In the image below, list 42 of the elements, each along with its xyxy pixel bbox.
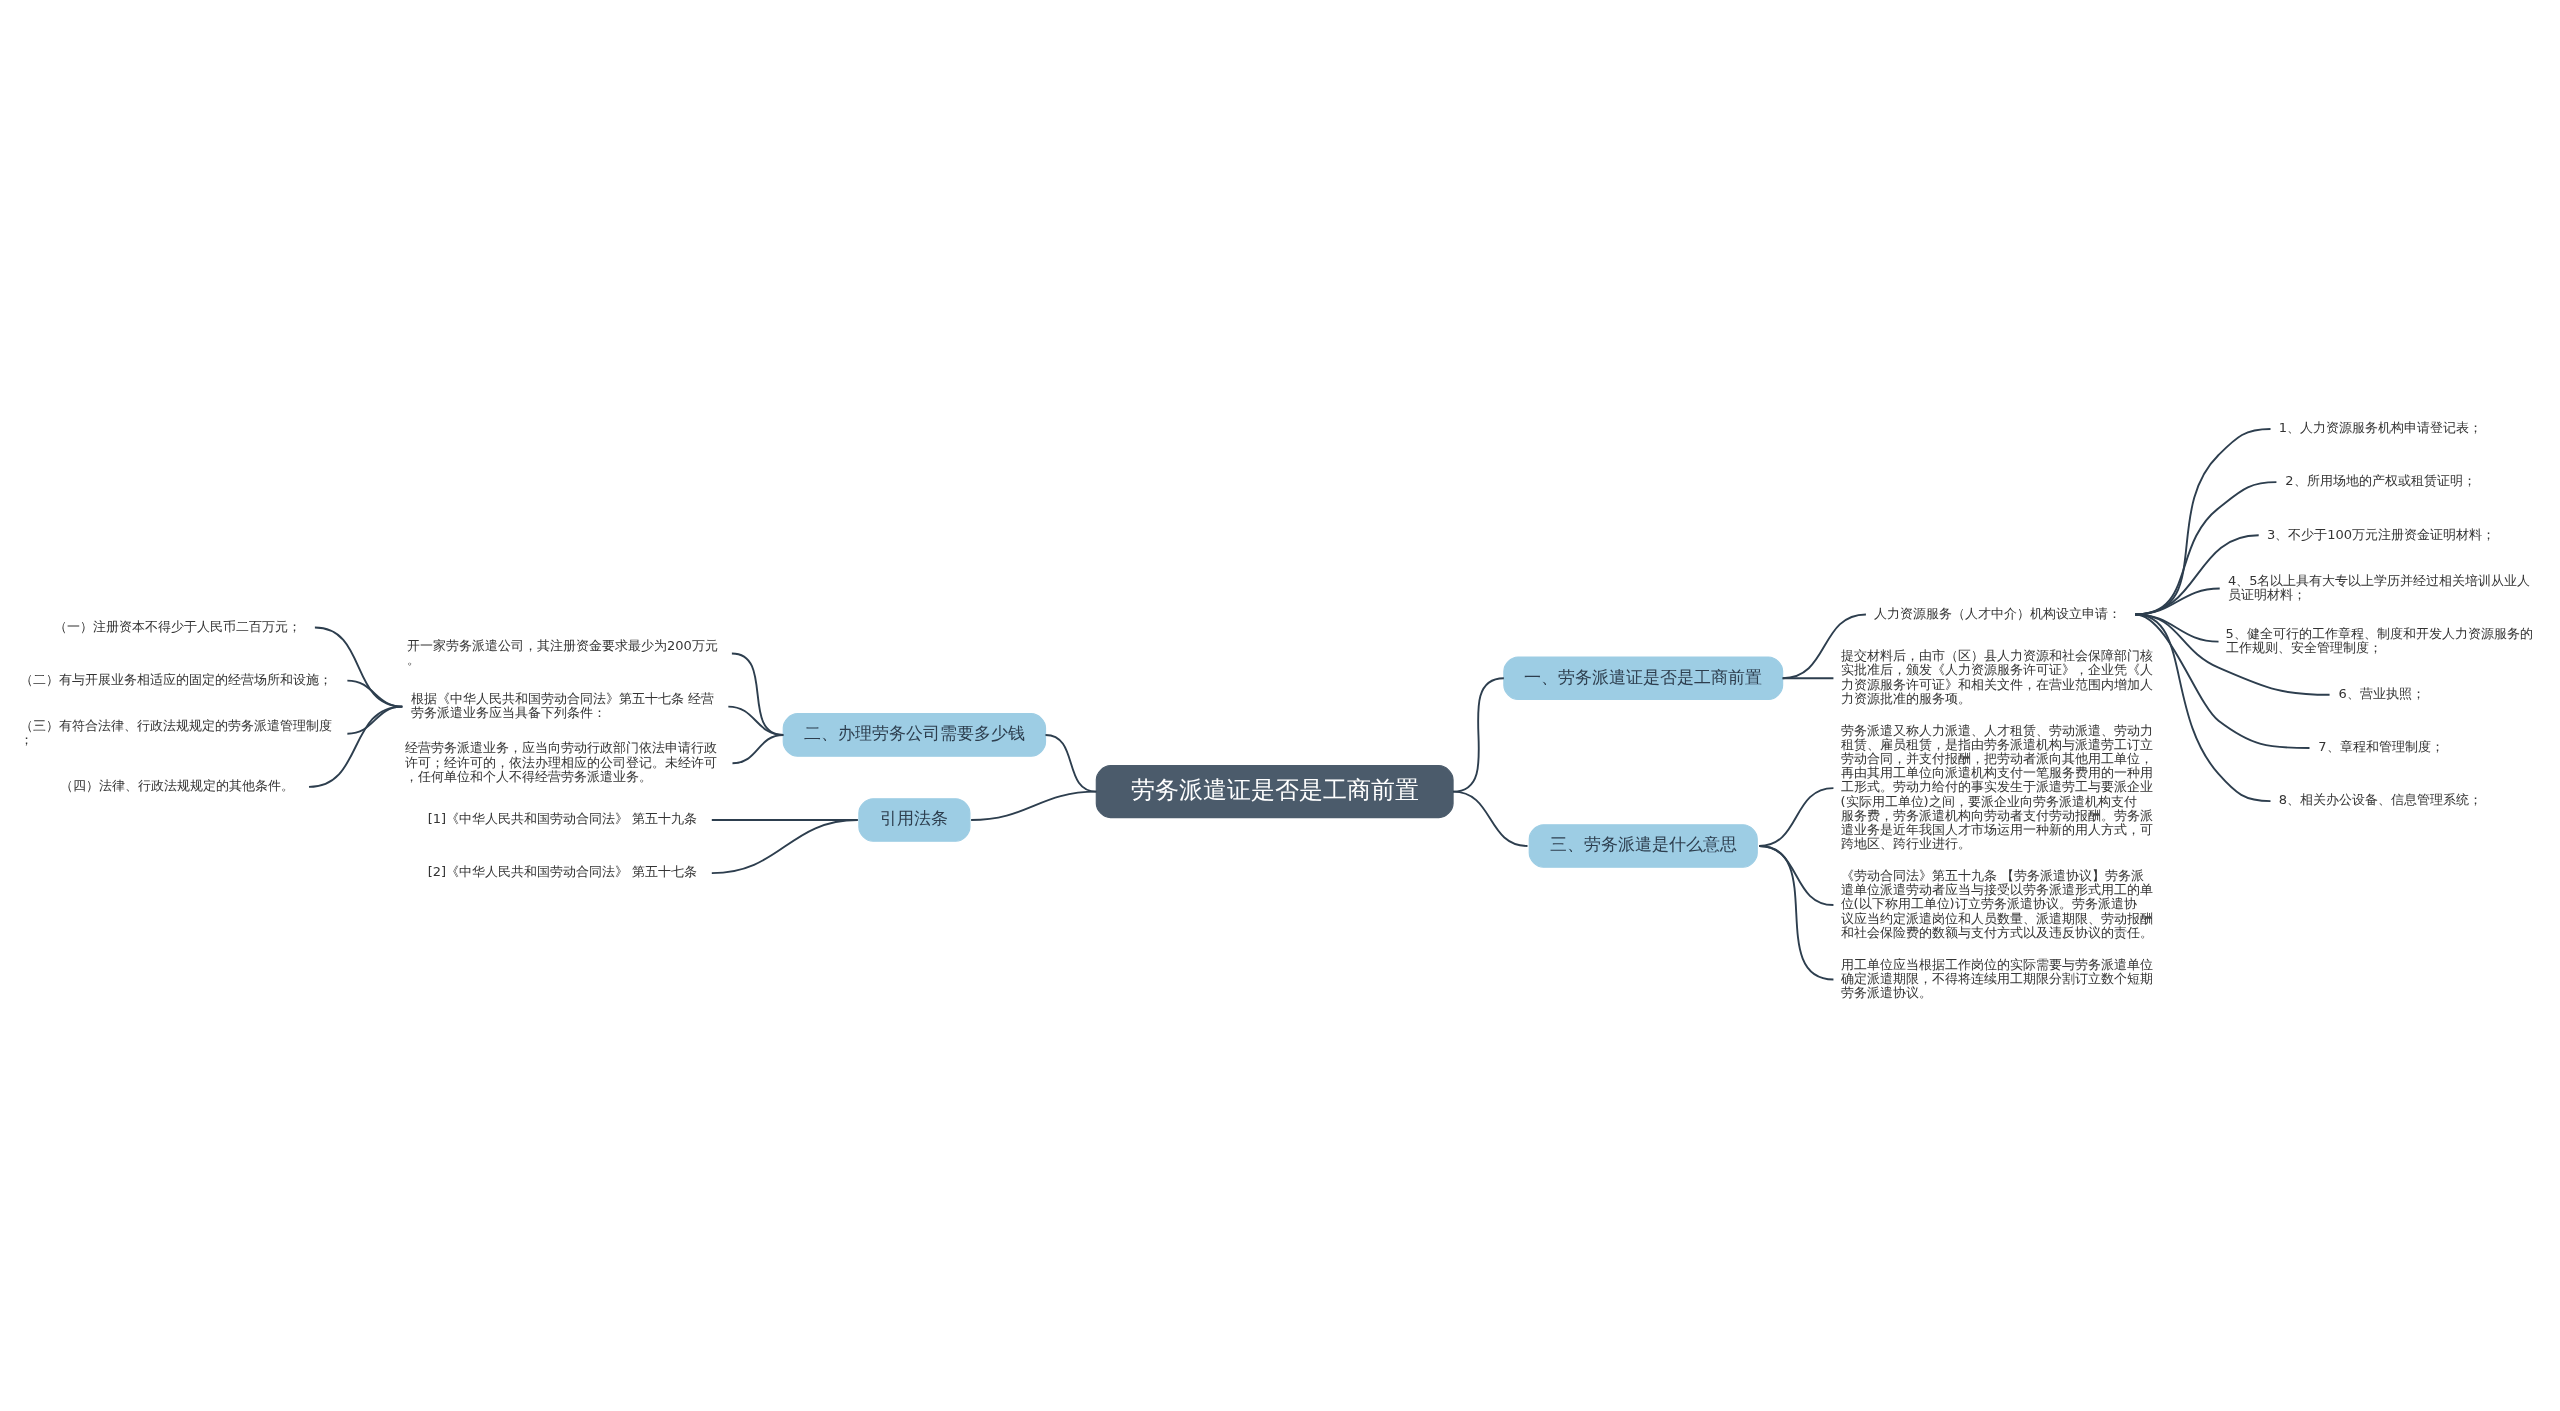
connector [710,818,859,874]
connector [1781,613,1867,679]
node-text: 用工单位应当根据工作岗位的实际需要与劳务派遣单位确定派遣期限，不得将连续用工期限分割订立数个短期劳务派遣协议。 [1840,956,2153,1000]
node-box: 引用法条 [858,797,971,842]
connector [2134,427,2272,615]
node-text: 人力资源服务（人才中介）机构设立申请： [1874,605,2122,621]
node-box: 劳务派遣证是否是工商前置 [1095,764,1454,818]
connector [1781,676,1835,679]
connector [970,790,1098,821]
node-text: 8、相关办公设备、信息管理系统； [2278,791,2483,807]
connector [2134,613,2272,802]
connector [1758,844,1835,980]
connector [2134,587,2221,615]
node-box: 三、劳务派遣是什么意思 [1528,823,1758,868]
node-text: [1]《中华人民共和国劳动合同法》 第五十九条 [427,810,698,826]
node-text: 根据《中华人民共和国劳动合同法》第五十七条 经营劳务派遣业务应当具备下列条件： [410,690,714,720]
connector [313,626,404,708]
node-text: [2]《中华人民共和国劳动合同法》 第五十七条 [427,863,698,879]
node-text: 5、健全可行的工作章程、制度和开发人力资源服务的工作规则、安全管理制度； [2225,625,2533,655]
node-text: 4、5名以上具有大专以上学历并经过相关培训从业人员证明材料； [2227,572,2531,602]
connector [2134,480,2278,615]
node-text: 劳务派遣又称人力派遣、人才租赁、劳动派遣、劳动力租赁、雇员租赁，是指由劳务派遣机构与派遣劳工订立劳动合同，并支付报酬，把劳动者派向其他用工单位，再由其用工单位向派遣机构支付一笔服务费用的一种用工形式。劳动力给付的事实发生于派遣劳工与要派企业(实际用工单位)之间，要派企业向劳务派遣机构支付服务费，劳务派遣机构向劳动者支付劳动报酬。劳务派遣业务是近年我国人才市场运用一种新的用人方式，可跨地区、跨行业进行。 [1840,722,2153,851]
node-text: 1、人力资源服务机构申请登记表； [2278,419,2483,435]
connector [2134,533,2260,615]
connector [2134,613,2311,749]
node-text: 《劳动合同法》第五十九条 【劳务派遣协议】劳务派遣单位派遣劳动者应当与接受以劳务派遣形式用工的单位(以下称用工单位)订立劳务派遣协议。劳务派遣协议应当约定派遣岗位和人员数量、派遣期限、劳动报酬和社会保险费的数额与支付方式以及违反协议的责任。 [1840,867,2153,940]
node-text: 2、所用场地的产权或租赁证明； [2285,472,2476,488]
connector [308,705,404,788]
node-text: （三）有符合法律、行政法规规定的劳务派遣管理制度； [20,717,333,747]
node-text: 6、营业执照； [2338,685,2425,701]
node-text: 3、不少于100万元注册资金证明材料； [2266,526,2496,542]
connector [1452,790,1529,847]
node-box: 二、办理劳务公司需要多少钱 [782,712,1047,757]
node-text: 提交材料后，由市（区）县人力资源和社会保障部门核实批准后，颁发《人力资源服务许可证》，企业凭《人力资源服务许可证》和相关文件，在营业范围内增加人力资源批准的服务项。 [1840,647,2153,706]
node-text: （四）法律、行政法规规定的其他条件。 [60,777,295,793]
node-text: 7、章程和管理制度； [2318,738,2444,754]
node-text: （一）注册资本不得少于人民币二百万元； [53,618,301,634]
node-text: （二）有与开展业务相适应的固定的经营场所和设施； [20,671,333,687]
node-text: 经营劳务派遣业务，应当向劳动行政部门依法申请行政许可；经许可的，依法办理相应的公司登记。未经许可，任何单位和个人不得经营劳务派遣业务。 [405,739,718,784]
node-box: 一、劳务派遣证是否是工商前置 [1503,655,1784,700]
node-text: 开一家劳务派遣公司，其注册资金要求最少为200万元。 [407,637,718,667]
connector [731,733,785,764]
